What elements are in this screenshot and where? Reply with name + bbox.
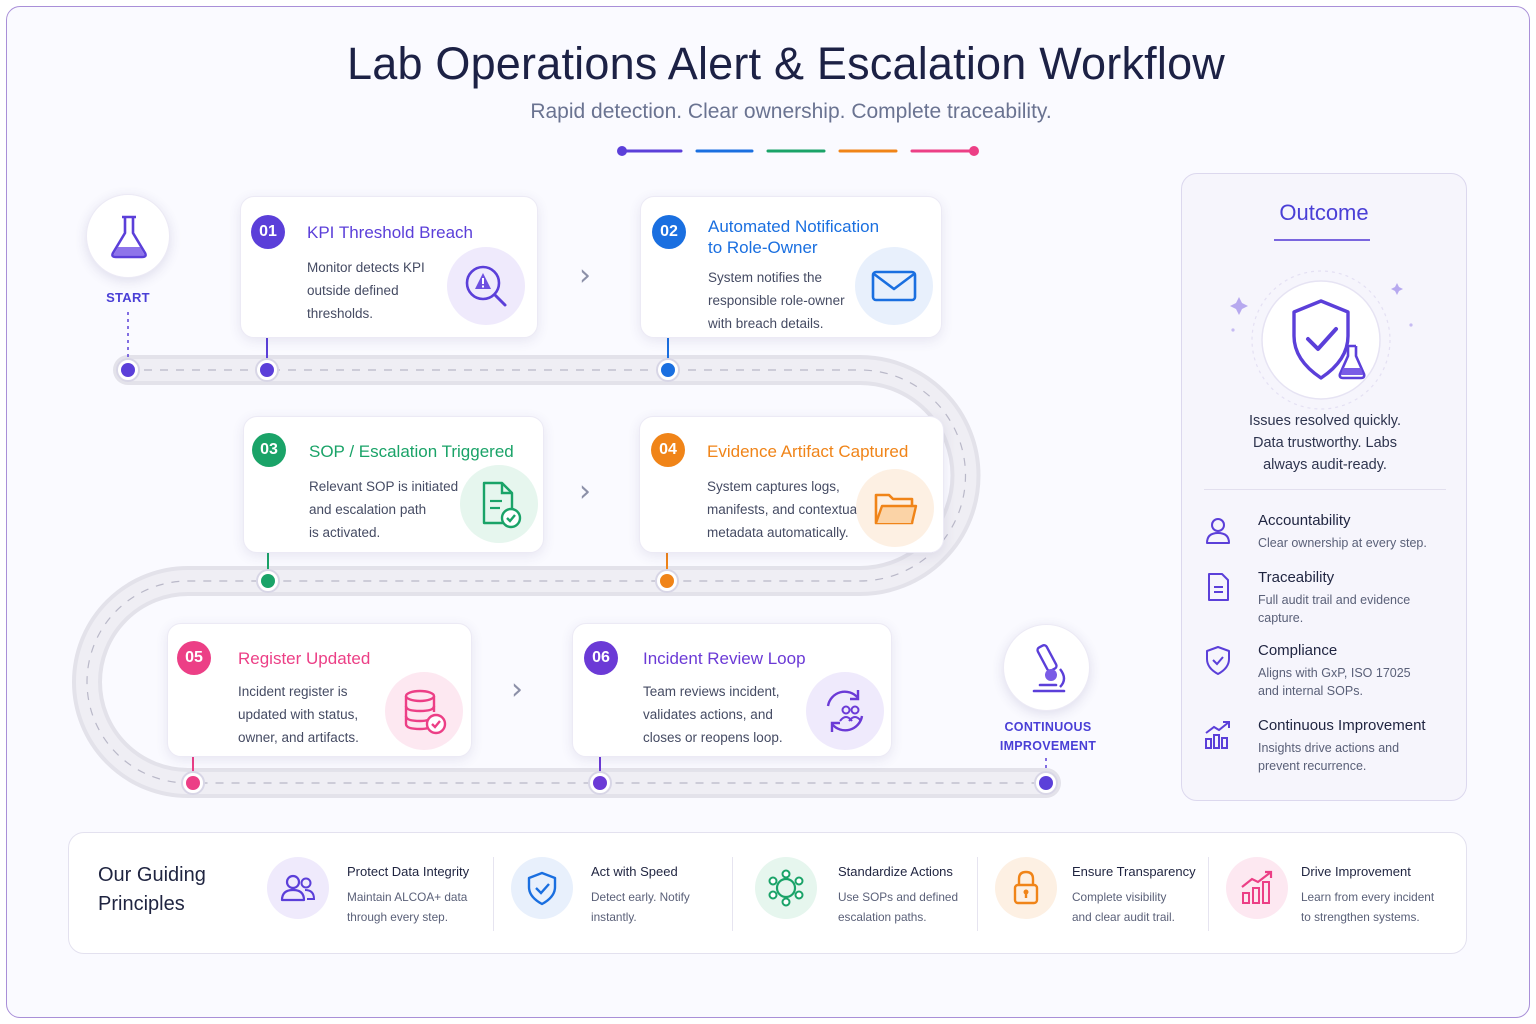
user-icon bbox=[1206, 518, 1230, 544]
continuous-improvement-label: CONTINUOUS IMPROVEMENT bbox=[999, 720, 1097, 753]
step-number-badge: 04 bbox=[651, 433, 685, 467]
step-title: Incident Review Loop bbox=[643, 649, 806, 668]
benefit-description: Insights drive actions and prevent recur… bbox=[1258, 741, 1400, 773]
principle-divider bbox=[977, 857, 978, 931]
road-node-end bbox=[1034, 771, 1058, 795]
road-node-06 bbox=[588, 771, 612, 795]
road-node-02 bbox=[656, 358, 680, 382]
users-icon bbox=[267, 857, 329, 919]
principle-divider bbox=[1208, 857, 1209, 931]
road-node-05 bbox=[181, 771, 205, 795]
alert-search-icon bbox=[447, 247, 525, 325]
start-label: START bbox=[106, 290, 150, 305]
outcome-divider bbox=[1204, 489, 1446, 490]
outcome-title: Outcome bbox=[1279, 200, 1369, 225]
lock-icon bbox=[995, 857, 1057, 919]
folder-icon bbox=[856, 469, 934, 547]
road-node-03 bbox=[256, 569, 280, 593]
title-divider bbox=[617, 146, 979, 156]
road-node-04 bbox=[655, 569, 679, 593]
step-title: Evidence Artifact Captured bbox=[707, 442, 909, 461]
document-icon bbox=[1208, 573, 1229, 601]
benefit-title: Continuous Improvement bbox=[1258, 717, 1426, 734]
step-title: Register Updated bbox=[238, 649, 371, 668]
principle-title: Ensure Transparency bbox=[1072, 864, 1196, 879]
growth-chart-icon bbox=[1205, 721, 1230, 749]
benefit-description: Clear ownership at every step. bbox=[1258, 536, 1427, 550]
flow-arrow-01-02: › bbox=[579, 258, 591, 293]
benefit-title: Compliance bbox=[1258, 642, 1338, 659]
step-number-badge: 05 bbox=[177, 641, 211, 675]
page-title: Lab Operations Alert & Escalation Workfl… bbox=[347, 38, 1225, 89]
continuous-improvement-marker bbox=[1003, 624, 1090, 711]
envelope-icon bbox=[855, 247, 933, 325]
road-node-01 bbox=[255, 358, 279, 382]
step-card-06[interactable]: 06 Incident Review Loop Team reviews inc… bbox=[572, 623, 892, 757]
page-subtitle: Rapid detection. Clear ownership. Comple… bbox=[530, 100, 1052, 123]
step-title: SOP / Escalation Triggered bbox=[309, 442, 514, 461]
outcome-badge bbox=[1230, 270, 1413, 410]
principle-divider bbox=[493, 857, 494, 931]
review-loop-icon bbox=[806, 672, 884, 750]
step-number-badge: 02 bbox=[652, 215, 686, 249]
principle-title: Act with Speed bbox=[591, 864, 678, 879]
outcome-title-underline bbox=[1274, 239, 1370, 241]
benefit-title: Traceability bbox=[1258, 569, 1335, 586]
document-check-icon bbox=[460, 465, 538, 543]
start-marker bbox=[86, 194, 170, 278]
bar-growth-icon bbox=[1226, 857, 1288, 919]
flow-arrow-05-06: › bbox=[511, 672, 523, 707]
step-card-01[interactable]: 01 KPI Threshold Breach Monitor detects … bbox=[240, 196, 538, 338]
principle-title: Protect Data Integrity bbox=[347, 864, 470, 879]
step-number-badge: 06 bbox=[584, 641, 618, 675]
step-card-05[interactable]: 05 Register Updated Incident register is… bbox=[167, 623, 472, 757]
step-number-badge: 03 bbox=[252, 433, 286, 467]
benefit-description: Full audit trail and evidence capture. bbox=[1258, 593, 1411, 625]
outcome-panel: Outcome Issues resolved quickly.Data tru… bbox=[1181, 173, 1467, 801]
step-card-03[interactable]: 03 SOP / Escalation Triggered Relevant S… bbox=[243, 416, 544, 553]
shield-check-icon bbox=[1206, 646, 1230, 675]
benefit-title: Accountability bbox=[1258, 512, 1351, 529]
benefit-description: Aligns with GxP, ISO 17025 and internal … bbox=[1258, 666, 1411, 698]
road-node-start bbox=[116, 358, 140, 382]
step-card-04[interactable]: 04 Evidence Artifact Captured System cap… bbox=[639, 416, 944, 553]
step-description: System captures logs,manifests, and cont… bbox=[707, 479, 861, 540]
flow-arrow-03-04: › bbox=[579, 474, 591, 509]
step-title: KPI Threshold Breach bbox=[307, 223, 473, 242]
microscope-icon bbox=[1032, 644, 1066, 693]
outcome-summary: Issues resolved quickly.Data trustworthy… bbox=[1248, 413, 1402, 473]
step-number-badge: 01 bbox=[251, 215, 285, 249]
principle-divider bbox=[732, 857, 733, 931]
shield-icon bbox=[511, 857, 573, 919]
network-icon bbox=[755, 857, 817, 919]
principle-title: Standardize Actions bbox=[838, 864, 953, 879]
flask-icon bbox=[111, 215, 147, 259]
database-check-icon bbox=[385, 672, 463, 750]
step-description: Team reviews incident,validates actions,… bbox=[643, 684, 783, 745]
principle-title: Drive Improvement bbox=[1301, 864, 1411, 879]
